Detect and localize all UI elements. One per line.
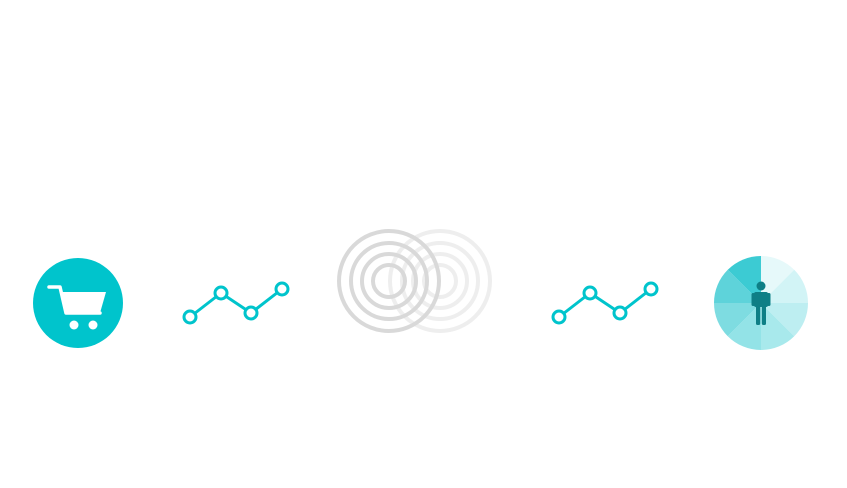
faint-rings [388,229,492,333]
main-rings [337,229,441,333]
wheel-segment [761,269,808,303]
trend-line-icon [182,281,290,325]
wheel-segment [727,256,761,303]
wheel-segment [714,269,761,303]
wheel-segment [727,303,761,350]
wheel-segments [714,256,808,350]
wheel-segment [761,256,795,303]
concentric-rings-icon [337,229,492,333]
wheel-segment [761,303,795,350]
shopping-cart-icon [33,258,123,348]
wheel-segment [714,303,761,337]
wheel-segment [761,303,808,337]
trend-line-icon [551,281,659,325]
person-segment-wheel-icon [714,256,808,350]
person-icon [751,281,771,325]
